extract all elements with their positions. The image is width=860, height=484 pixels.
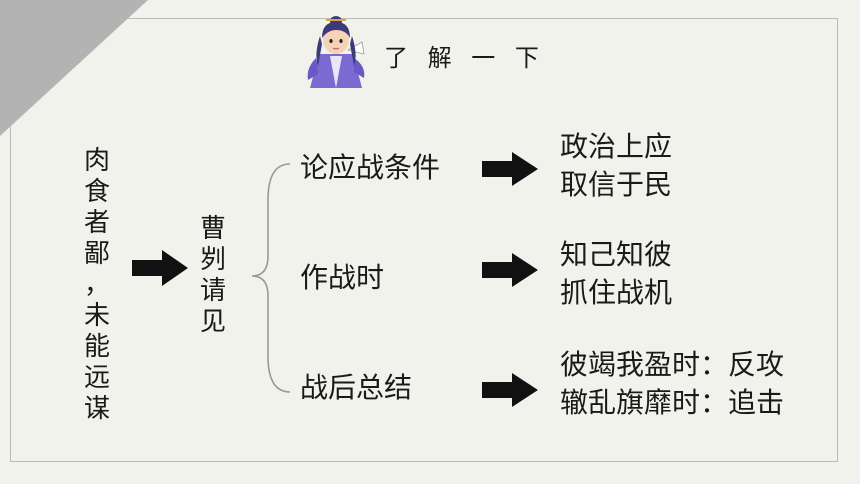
- page-title: 了 解 一 下: [384, 44, 545, 72]
- vertical-char: 能: [83, 332, 110, 362]
- scholar-character-icon: [307, 16, 365, 88]
- result-line: 彼竭我盈时：反攻: [560, 348, 785, 381]
- branch-label-3: 战后总结: [300, 371, 413, 404]
- vertical-char: 远: [83, 363, 110, 393]
- branch-result-3: 彼竭我盈时：反攻 辙乱旗靡时：追击: [560, 346, 784, 422]
- result-line: 抓住战机: [560, 276, 673, 309]
- branch-result-2: 知己知彼 抓住战机: [560, 236, 672, 312]
- vertical-char: 食: [83, 177, 110, 207]
- vertical-char: 刿: [199, 245, 226, 275]
- brace-connector: [251, 163, 291, 393]
- vertical-char: 未: [83, 301, 110, 331]
- right-arrow-icon: [132, 250, 188, 286]
- right-arrow-icon: [482, 253, 538, 287]
- result-line: 政治上应: [560, 130, 673, 163]
- vertical-char: ，: [83, 270, 110, 300]
- corner-decoration: [0, 0, 148, 136]
- right-arrow-icon: [482, 152, 538, 186]
- result-line: 取信于民: [560, 168, 673, 201]
- left-vertical-text: 肉食者鄙，未能远谋: [82, 146, 112, 425]
- vertical-char: 请: [199, 276, 226, 306]
- right-arrow-icon: [482, 373, 538, 407]
- branch-label-2: 作战时: [300, 261, 385, 294]
- vertical-char: 曹: [199, 214, 226, 244]
- branch-label-1: 论应战条件: [300, 151, 441, 184]
- vertical-char: 者: [83, 208, 110, 238]
- vertical-char: 谋: [83, 394, 110, 424]
- result-line: 辙乱旗靡时：追击: [560, 386, 785, 419]
- center-vertical-text: 曹刿请见: [198, 214, 228, 338]
- result-line: 知己知彼: [560, 238, 673, 271]
- vertical-char: 鄙: [83, 239, 110, 269]
- vertical-char: 见: [199, 307, 226, 337]
- branch-result-1: 政治上应 取信于民: [560, 128, 672, 204]
- vertical-char: 肉: [83, 146, 110, 176]
- slide-frame: [10, 18, 838, 462]
